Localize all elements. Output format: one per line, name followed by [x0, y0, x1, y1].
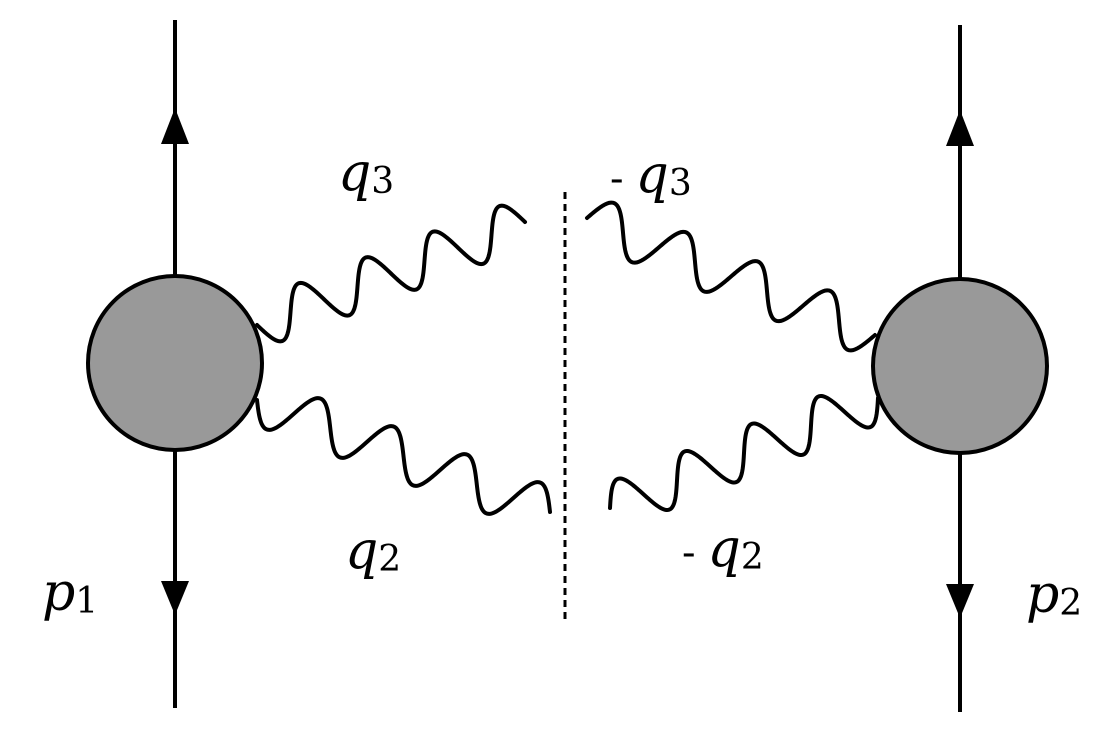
label-q2-left: q2: [345, 521, 401, 581]
right-blob: [871, 277, 1049, 455]
left-blob: [86, 274, 264, 452]
right-down-arrow-icon: [946, 584, 974, 618]
label-q2-right: -q2: [682, 519, 764, 579]
left-down-arrow-icon: [161, 581, 189, 615]
label-q3-right: -q3: [610, 145, 692, 205]
label-p1: p1: [42, 563, 98, 623]
photon-q3-right: [585, 200, 877, 353]
label-q3-left: q3: [338, 143, 394, 203]
left-up-arrow-icon: [161, 108, 189, 144]
label-p2: p2: [1026, 565, 1082, 625]
photon-q3-left: [255, 203, 527, 344]
right-up-arrow-icon: [946, 110, 974, 146]
photon-q2-left: [255, 396, 552, 516]
photon-q2-right: [608, 393, 880, 513]
